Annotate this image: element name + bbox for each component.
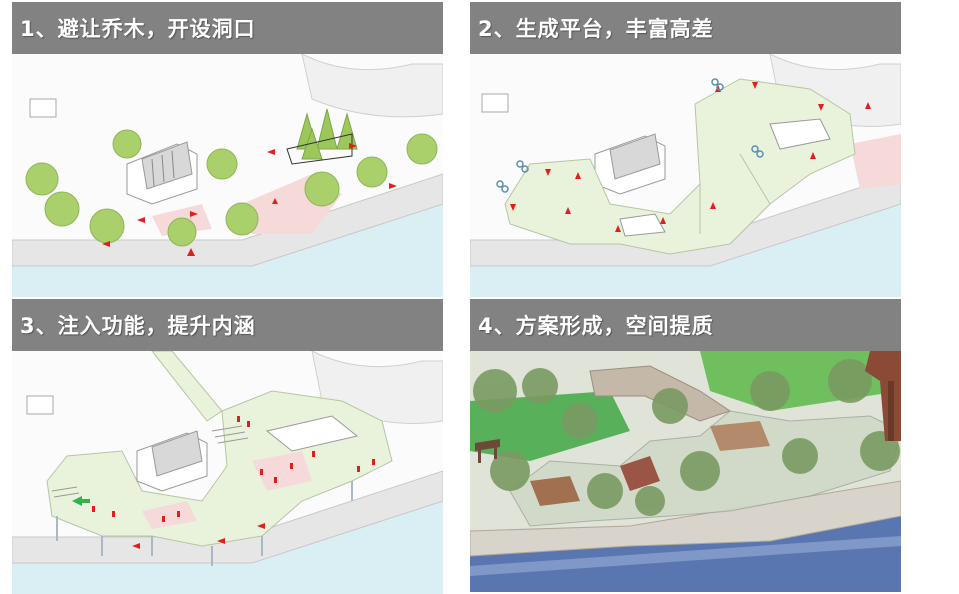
step-1-title: 1、避让乔木，开设洞口 [20, 17, 256, 41]
step-3-panel: 3、注入功能，提升内涵 [12, 299, 443, 594]
water [12, 204, 443, 297]
water [12, 501, 443, 594]
step-4-panel: 4、方案形成，空间提质 [470, 299, 901, 592]
step-4-rendering [470, 351, 901, 592]
step-4-header: 4、方案形成，空间提质 [470, 299, 901, 351]
step-4-title: 4、方案形成，空间提质 [478, 314, 714, 338]
water [470, 204, 901, 297]
trees [25, 129, 438, 247]
step-2-diagram [470, 54, 901, 297]
step-1-panel: 1、避让乔木，开设洞口 [12, 2, 443, 297]
step-3-title: 3、注入功能，提升内涵 [20, 314, 256, 338]
step-1-header: 1、避让乔木，开设洞口 [12, 2, 443, 54]
stairs [51, 425, 249, 498]
step-3-header: 3、注入功能，提升内涵 [12, 299, 443, 351]
building [126, 141, 198, 205]
step-2-title: 2、生成平台，丰富高差 [478, 17, 714, 41]
step-1-diagram [12, 54, 443, 297]
step-3-diagram [12, 351, 443, 594]
green-arrow [72, 496, 90, 506]
scissors-icons [496, 78, 764, 193]
pavilion [865, 351, 901, 441]
platform [46, 351, 393, 566]
step-2-panel: 2、生成平台，丰富高差 [470, 2, 901, 297]
platform [504, 78, 856, 255]
step-2-header: 2、生成平台，丰富高差 [470, 2, 901, 54]
trees [473, 359, 900, 516]
activity-markers [92, 416, 375, 549]
arrows [102, 143, 397, 256]
